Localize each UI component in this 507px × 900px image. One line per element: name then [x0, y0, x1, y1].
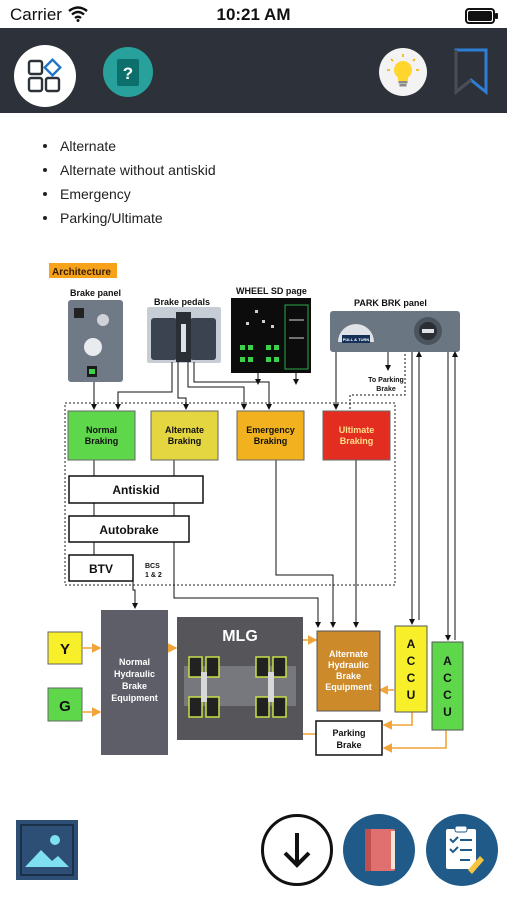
- parking-brake-line-1: Parking: [332, 728, 365, 738]
- accu-2-letter: U: [443, 705, 452, 719]
- help-button[interactable]: ?: [103, 47, 153, 97]
- alternate-braking-line-1: Alternate: [165, 425, 204, 435]
- normal-hydraulic-brake-equipment[interactable]: Normal Hydraulic Brake Equipment: [101, 610, 168, 755]
- normal-hydraulic-line-4: Equipment: [111, 693, 158, 703]
- book-icon: [365, 829, 395, 871]
- apps-grid-icon: [27, 58, 62, 93]
- to-parking-brake-line-2: Brake: [376, 386, 396, 393]
- lightbulb-icon: [387, 54, 419, 87]
- normal-braking-line-2: Braking: [85, 436, 119, 446]
- list-item: Alternate: [40, 134, 216, 158]
- alternate-hydraulic-line-3: Brake: [336, 671, 361, 681]
- y-label: Y: [60, 641, 70, 658]
- antiskid-box[interactable]: Antiskid: [68, 475, 204, 504]
- braking-modes-list: Alternate Alternate without antiskid Eme…: [40, 134, 216, 230]
- download-icon: [283, 833, 311, 868]
- parking-brake-line-2: Brake: [336, 740, 361, 750]
- list-item: Emergency: [40, 182, 216, 206]
- ultimate-braking-line-2: Braking: [340, 436, 374, 446]
- bcs-label-1: BCS: [145, 563, 160, 570]
- mlg-gear-block[interactable]: MLG: [177, 617, 303, 740]
- emergency-braking-line-1: Emergency: [246, 425, 295, 435]
- gallery-button[interactable]: [16, 820, 78, 880]
- g-hydraulic-source[interactable]: G: [47, 687, 83, 722]
- accu-1-letter: C: [407, 654, 416, 668]
- apps-menu-button[interactable]: [14, 45, 76, 107]
- architecture-tag: [49, 263, 117, 278]
- book-button[interactable]: [343, 814, 415, 886]
- btv-label: BTV: [89, 562, 113, 576]
- alternate-hydraulic-line-2: Hydraulic: [328, 660, 369, 670]
- image-gallery-icon: [20, 824, 74, 876]
- brake-pedals-label: Brake pedals: [154, 297, 210, 307]
- autobrake-box[interactable]: Autobrake: [68, 515, 190, 543]
- accu-2-letter: C: [443, 688, 452, 702]
- brake-panel-image: [68, 300, 123, 382]
- bookmark-button[interactable]: [447, 45, 495, 99]
- brake-panel-label: Brake panel: [70, 288, 121, 298]
- svg-text:?: ?: [123, 64, 133, 83]
- battery-icon: [465, 8, 498, 24]
- ultimate-braking-line-1: Ultimate: [339, 425, 375, 435]
- normal-braking-box[interactable]: Normal Braking: [67, 410, 136, 461]
- normal-braking-line-1: Normal: [86, 425, 117, 435]
- accu-1-letter: C: [407, 671, 416, 685]
- accu-2-letter: A: [443, 654, 452, 668]
- left-bogie: [188, 656, 220, 718]
- bcs-label-2: 1 & 2: [145, 572, 162, 579]
- alternate-hydraulic-line-1: Alternate: [329, 649, 368, 659]
- accu-1-letter: U: [407, 688, 416, 702]
- download-button[interactable]: [261, 814, 333, 886]
- wheel-sd-label: WHEEL SD page: [236, 286, 307, 296]
- bookmark-icon: [454, 48, 488, 96]
- park-brk-label: PARK BRK panel: [354, 298, 427, 308]
- alternate-braking-line-2: Braking: [168, 436, 202, 446]
- architecture-tag-label: Architecture: [52, 267, 111, 278]
- help-icon: ?: [117, 59, 139, 86]
- y-hydraulic-source[interactable]: Y: [47, 631, 83, 665]
- parking-brake-box[interactable]: Parking Brake: [315, 720, 383, 756]
- alternate-braking-box[interactable]: Alternate Braking: [150, 410, 219, 461]
- accu-2-letter: C: [443, 671, 452, 685]
- emergency-braking-box[interactable]: Emergency Braking: [236, 410, 305, 461]
- checklist-icon: [446, 825, 484, 874]
- autobrake-label: Autobrake: [99, 523, 159, 537]
- accumulator-green[interactable]: A C C U: [431, 641, 464, 731]
- list-item: Alternate without antiskid: [40, 158, 216, 182]
- brake-architecture-diagram[interactable]: Architecture Brake panel Brake pedals WH…: [0, 255, 507, 775]
- normal-hydraulic-line-1: Normal: [119, 657, 150, 667]
- right-bogie: [255, 656, 287, 718]
- checklist-button[interactable]: [426, 814, 498, 886]
- normal-hydraulic-line-2: Hydraulic: [114, 669, 155, 679]
- top-toolbar: ?: [0, 28, 507, 113]
- ultimate-braking-box[interactable]: Ultimate Braking: [322, 410, 391, 461]
- carrier-label: Carrier: [10, 5, 62, 24]
- to-parking-brake-line-1: To Parking: [368, 377, 404, 384]
- alternate-hydraulic-line-4: Equipment: [325, 682, 372, 692]
- emergency-braking-line-2: Braking: [254, 436, 288, 446]
- system-boundary: [64, 402, 396, 586]
- wheel-sd-page-image: [231, 298, 311, 373]
- clock: 10:21 AM: [216, 5, 291, 24]
- btv-box[interactable]: BTV: [68, 554, 134, 582]
- bottom-toolbar: [0, 800, 507, 900]
- mlg-label: MLG: [222, 628, 258, 645]
- g-label: G: [59, 698, 71, 715]
- status-bar: Carrier 10:21 AM: [0, 0, 507, 28]
- accu-1-letter: A: [407, 637, 416, 651]
- tip-button[interactable]: [379, 48, 427, 96]
- brake-pedals-image: [147, 307, 221, 363]
- list-item: Parking/Ultimate: [40, 206, 216, 230]
- park-brk-panel-image: PULL & TURN: [330, 311, 460, 352]
- antiskid-label: Antiskid: [112, 483, 159, 497]
- accumulator-yellow[interactable]: A C C U: [394, 625, 428, 713]
- normal-hydraulic-line-3: Brake: [122, 681, 147, 691]
- wifi-icon: [68, 6, 88, 22]
- park-knob-text: PULL & TURN: [343, 337, 370, 342]
- alternate-hydraulic-brake-equipment[interactable]: Alternate Hydraulic Brake Equipment: [316, 630, 381, 712]
